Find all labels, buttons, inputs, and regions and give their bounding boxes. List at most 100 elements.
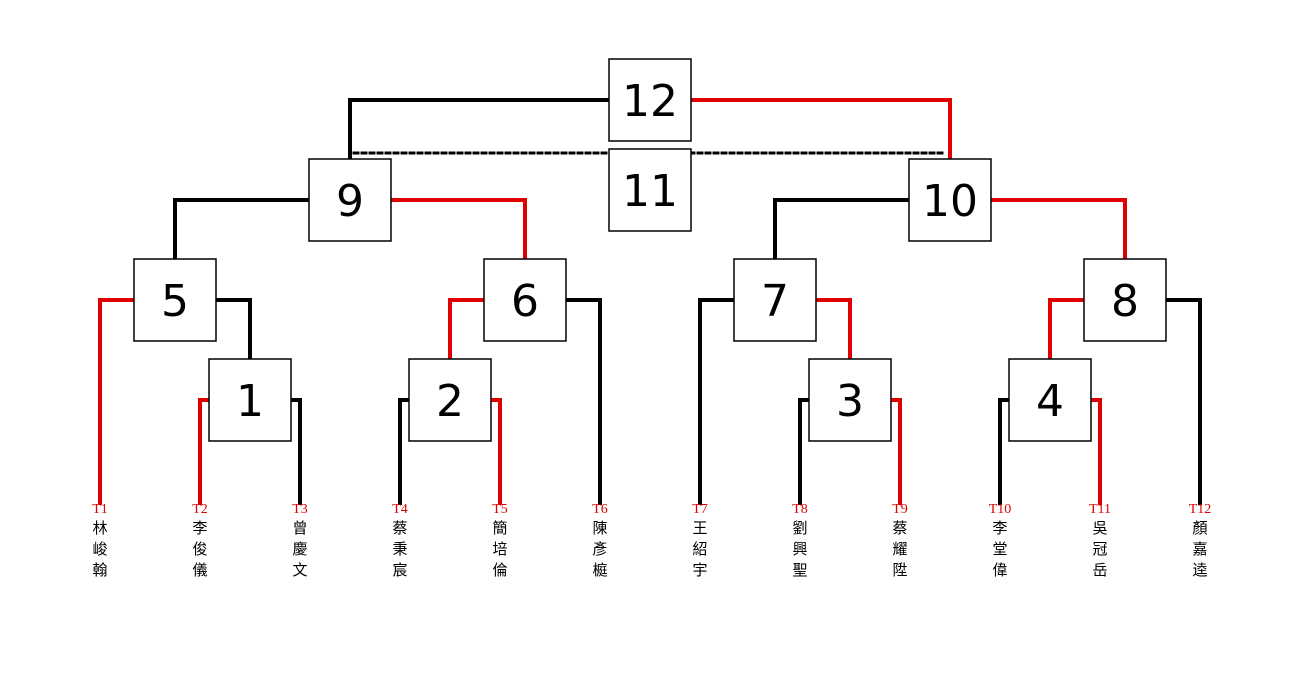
bracket-lines	[98, 98, 1202, 505]
player-name-char: 堂	[992, 540, 1007, 558]
player-name-char: 岳	[1092, 561, 1107, 579]
player-t10: T10 李 堂 偉	[989, 502, 1012, 579]
player-name-char: 榳	[592, 561, 607, 579]
seed-label: T8	[792, 502, 808, 517]
seed-label: T1	[92, 502, 108, 517]
match-label-11: 11	[622, 166, 678, 217]
player-name-char: 偉	[992, 561, 1007, 579]
line-m1-to-m5	[214, 298, 252, 360]
player-name-char: 宸	[392, 561, 407, 579]
match-label-3: 3	[836, 376, 864, 427]
player-name-char: 聖	[792, 561, 807, 579]
match-label-2: 2	[436, 376, 464, 427]
match-box-8: 8	[1083, 258, 1167, 342]
player-name-char: 俊	[192, 540, 207, 558]
player-name-char: 陳	[592, 519, 607, 537]
line-m8-to-m10	[989, 198, 1127, 260]
line-t6-to-m6	[564, 298, 602, 505]
player-t12: T12 顏 嘉 逵	[1189, 502, 1212, 579]
match-box-2: 2	[408, 358, 492, 442]
player-t6: T6 陳 彥 榳	[592, 502, 608, 579]
match-label-6: 6	[511, 276, 539, 327]
player-name-char: 顏	[1192, 519, 1207, 537]
match-boxes: 12 11 9 10 5 6 7 8	[133, 58, 1167, 442]
player-name-char: 李	[192, 519, 207, 537]
player-name-char: 劉	[792, 519, 807, 537]
match-label-9: 9	[336, 176, 364, 227]
player-name-char: 曾	[292, 519, 307, 537]
player-t4: T4 蔡 秉 宸	[392, 502, 408, 579]
match-box-10: 10	[908, 158, 992, 242]
match-label-5: 5	[161, 276, 189, 327]
player-name-char: 耀	[892, 540, 907, 558]
player-t7: T7 王 紹 宇	[692, 502, 708, 579]
player-name-char: 宇	[692, 561, 707, 579]
player-name-char: 峻	[92, 540, 107, 558]
player-t9: T9 蔡 耀 陞	[892, 502, 908, 579]
player-name-char: 彥	[592, 540, 607, 558]
match-label-10: 10	[922, 176, 978, 227]
player-t5: T5 簡 培 倫	[492, 502, 508, 579]
line-m2-to-m6	[448, 298, 485, 360]
line-t12-to-m8	[1164, 298, 1202, 505]
player-t8: T8 劉 興 聖	[792, 502, 808, 579]
match-box-3: 3	[808, 358, 892, 442]
player-name-char: 翰	[92, 561, 107, 579]
seed-label: T11	[1089, 502, 1111, 517]
seed-label: T3	[292, 502, 308, 517]
line-t8-to-m3	[798, 398, 810, 505]
line-m7-to-m10	[773, 198, 910, 260]
line-m3-to-m7	[814, 298, 852, 360]
player-t2: T2 李 俊 儀	[192, 502, 208, 579]
line-m5-to-m9	[173, 198, 310, 260]
match-label-12: 12	[622, 76, 678, 127]
player-name-char: 林	[92, 519, 107, 537]
line-t5-to-m2	[489, 398, 502, 505]
match-box-4: 4	[1008, 358, 1092, 442]
line-m9-to-m12	[348, 98, 610, 160]
player-name-char: 吳	[1092, 519, 1107, 537]
player-name-char: 培	[492, 540, 507, 558]
player-name-char: 簡	[492, 519, 507, 537]
player-name-char: 李	[992, 519, 1007, 537]
player-name-char: 倫	[492, 561, 507, 579]
player-t3: T3 曾 慶 文	[292, 502, 308, 579]
match-box-5: 5	[133, 258, 217, 342]
seed-label: T4	[392, 502, 408, 517]
player-name-char: 陞	[892, 561, 907, 579]
player-labels: T1 林 峻 翰 T2 李 俊 儀 T3 曾 慶 文 T4 蔡 秉 宸 T5	[92, 502, 1211, 579]
line-m6-to-m9	[389, 198, 527, 260]
player-name-char: 蔡	[392, 519, 407, 537]
player-t11: T11 吳 冠 岳	[1089, 502, 1111, 579]
player-name-char: 嘉	[1192, 540, 1207, 558]
line-t7-to-m7	[698, 298, 735, 505]
seed-label: T5	[492, 502, 508, 517]
player-name-char: 慶	[292, 540, 307, 558]
line-m10-to-m12	[689, 98, 952, 160]
line-t9-to-m3	[889, 398, 902, 505]
line-t11-to-m4	[1089, 398, 1102, 505]
player-name-char: 興	[792, 540, 807, 558]
match-label-1: 1	[236, 376, 264, 427]
match-box-12: 12	[608, 58, 692, 142]
player-name-char: 紹	[692, 540, 707, 558]
seed-label: T7	[692, 502, 708, 517]
player-name-char: 儀	[192, 561, 207, 579]
line-t10-to-m4	[998, 398, 1010, 505]
match-box-7: 7	[733, 258, 817, 342]
player-name-char: 逵	[1192, 561, 1207, 579]
match-label-7: 7	[761, 276, 789, 327]
player-name-char: 文	[292, 561, 307, 579]
seed-label: T10	[989, 502, 1012, 517]
seed-label: T6	[592, 502, 608, 517]
match-box-9: 9	[308, 158, 392, 242]
player-name-char: 蔡	[892, 519, 907, 537]
seed-label: T12	[1189, 502, 1212, 517]
match-box-6: 6	[483, 258, 567, 342]
line-t4-to-m2	[398, 398, 410, 505]
line-t1-to-m5	[98, 298, 135, 505]
match-box-1: 1	[208, 358, 292, 442]
seed-label: T2	[192, 502, 208, 517]
player-t1: T1 林 峻 翰	[92, 502, 108, 579]
